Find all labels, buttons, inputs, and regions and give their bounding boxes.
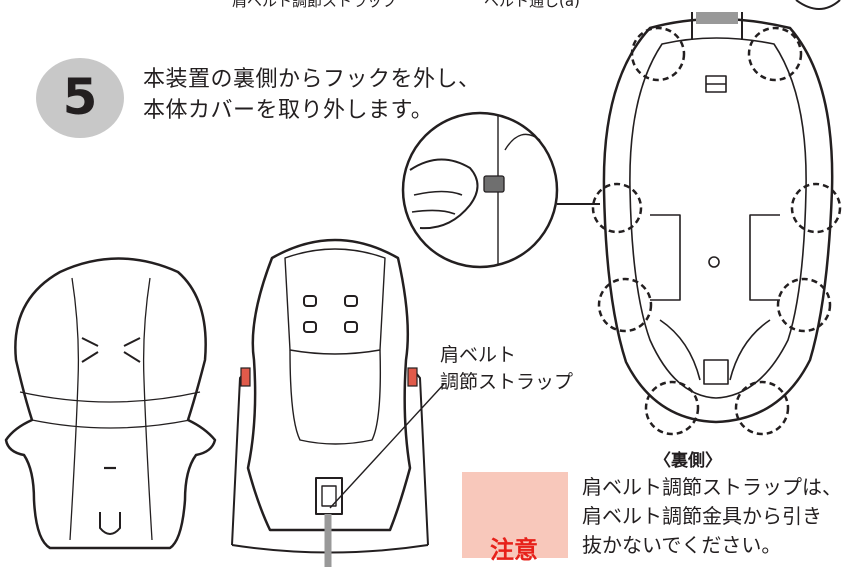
strap-adjuster-left	[240, 367, 251, 387]
hook-detail-circle	[401, 111, 600, 269]
step-number: 5	[62, 68, 98, 126]
caution-line-3: 抜かないでください。	[582, 533, 782, 557]
callout-line-2: 調節ストラップ	[440, 371, 574, 393]
step-instruction-line-2: 本体カバーを取り外します。	[143, 98, 434, 123]
strap-label-top: 肩ベルト調節ストラップ	[232, 0, 398, 10]
caution-line-2: 肩ベルト調節金具から引き	[582, 504, 822, 528]
strap-adjuster-right	[407, 367, 418, 387]
seat-cover-illustration	[4, 257, 217, 550]
caution-word: 注意	[490, 536, 538, 564]
hook-location-markers	[591, 26, 842, 436]
callout-line-1: 肩ベルト	[440, 344, 517, 366]
caution-message: 肩ベルト調節ストラップは、 肩ベルト調節金具から引き 抜かないでください。	[582, 473, 842, 560]
back-view-label: 〈裏側〉	[654, 451, 722, 471]
carrier-back-view	[602, 12, 834, 424]
step-instruction: 本装置の裏側からフックを外し、 本体カバーを取り外します。	[143, 64, 481, 126]
detail-circle-fragment	[795, 0, 841, 10]
caution-line-1: 肩ベルト調節ストラップは、	[582, 475, 842, 499]
step-instruction-line-1: 本装置の裏側からフックを外し、	[143, 67, 481, 92]
shoulder-strap-callout: 肩ベルト 調節ストラップ	[440, 342, 573, 396]
caution-box	[462, 472, 568, 558]
step-badge	[36, 58, 124, 138]
seat-shell-illustration	[231, 238, 445, 567]
belt-guide-label: ベルト通し(a)	[484, 0, 580, 10]
